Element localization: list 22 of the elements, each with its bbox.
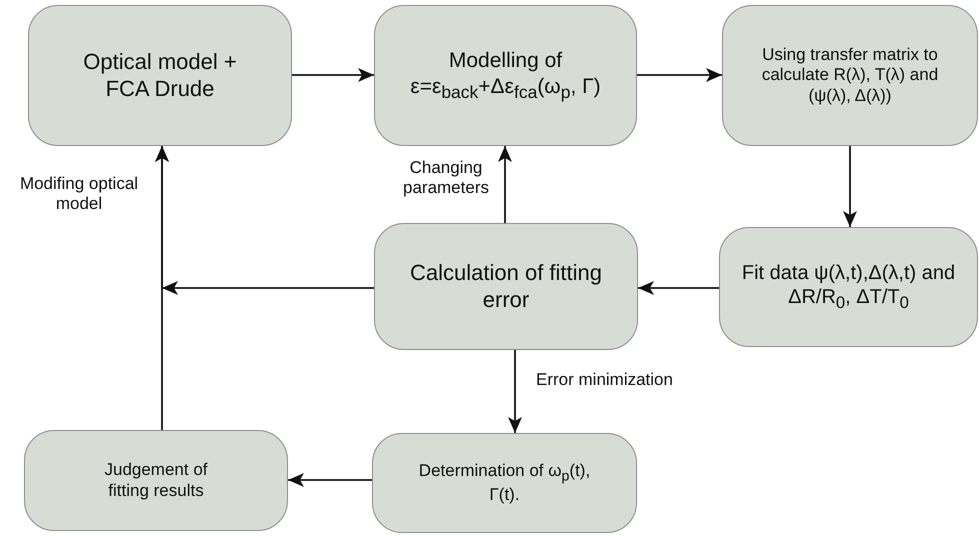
box-text: Using transfer matrix to calculate R(λ), T(λ) and (ψ(λ), Δ(λ)) (760, 44, 940, 106)
process-box (24, 430, 288, 531)
arrow (288, 473, 372, 487)
box-text: Modelling of ε=ε$_{back}$+Δε$_{fca}$(ω$_{p}$, Γ) (409, 48, 602, 103)
process-box (722, 5, 978, 146)
process-box (374, 5, 637, 146)
arrow (498, 146, 512, 223)
process-box (374, 223, 638, 350)
box-text: Calculation of fitting error (409, 260, 603, 313)
arrow (843, 146, 857, 227)
arrow (637, 68, 722, 82)
box-text: Optical model + FCA Drude (82, 49, 238, 102)
arrow (292, 68, 374, 82)
arrow (155, 146, 169, 430)
box-text: Determination of ω$_{p}$(t), Γ(t). (418, 460, 592, 506)
process-box (28, 5, 292, 146)
arrow (508, 350, 522, 433)
process-box (719, 227, 978, 347)
arrow (638, 281, 719, 295)
process-box (372, 433, 637, 533)
box-text: Judgement of fitting results (103, 460, 208, 501)
box-text: Fit data ψ(λ,t),Δ(λ,t) and ΔR/R$_{0}$, ΔT/T$_{0}$ (740, 261, 956, 313)
